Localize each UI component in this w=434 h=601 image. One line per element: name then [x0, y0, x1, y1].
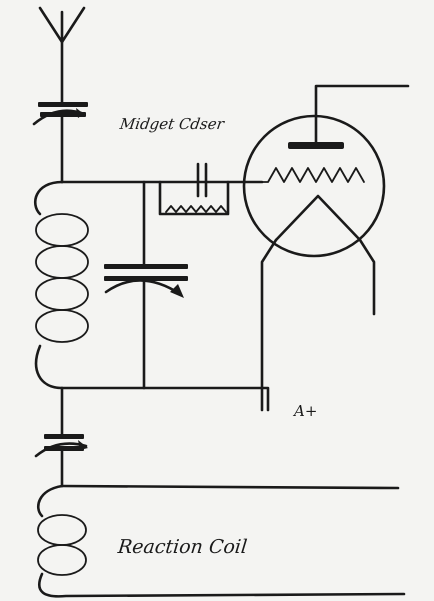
reaction-coil-icon: [37, 484, 406, 598]
bottom-rail-wire: [60, 386, 270, 412]
reaction-capacitor-icon: [34, 434, 88, 458]
midget-condenser-icon: [158, 162, 230, 216]
a-plus-label: A+: [294, 402, 318, 420]
tuning-variable-capacitor-icon: [104, 180, 188, 390]
antenna-icon: [38, 6, 86, 44]
reaction-coil-label: Reaction Coil: [116, 536, 249, 558]
tuning-coil-icon: [34, 180, 89, 390]
series-variable-capacitor-icon: [32, 102, 88, 126]
triode-tube-icon: [242, 84, 410, 412]
midget-condenser-label: Midget Cdser: [118, 115, 226, 133]
grid-leak-resistor-icon: [165, 205, 227, 213]
